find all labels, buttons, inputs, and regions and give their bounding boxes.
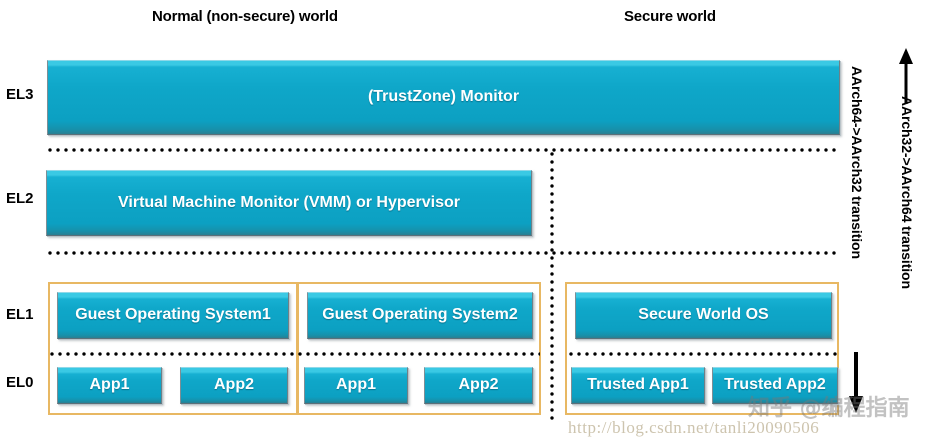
normal-world-heading: Normal (non-secure) world (152, 8, 338, 25)
aarch32-to-aarch64-transition-label: AArch32->AArch64 transition (899, 96, 915, 289)
url-watermark: http://blog.csdn.net/tanli20090506 (568, 418, 820, 437)
guest-operating-system-2-box: Guest Operating System2 (307, 292, 533, 339)
vmm-hypervisor-box: Virtual Machine Monitor (VMM) or Hypervi… (46, 170, 532, 236)
secure-world-heading: Secure world (624, 8, 716, 25)
separator-el1-el0-normal-world (48, 352, 540, 356)
trusted-app-2-box: Trusted App2 (712, 367, 838, 404)
separator-normal-secure-worlds (550, 150, 554, 422)
guest-operating-system-1-box: Guest Operating System1 (57, 292, 289, 339)
exception-level-label-el3: EL3 (6, 86, 34, 103)
arrow-down-icon (849, 352, 863, 413)
exception-level-label-el0: EL0 (6, 374, 34, 391)
secure-world-group-frame (565, 282, 839, 415)
vm1-app2-box: App2 (180, 367, 288, 404)
trusted-app-1-box: Trusted App1 (571, 367, 705, 404)
zhihu-watermark: 知乎 @编程指南 (748, 396, 910, 421)
vm1-app1-box: App1 (57, 367, 162, 404)
vm2-app2-box: App2 (424, 367, 533, 404)
exception-level-label-el1: EL1 (6, 306, 34, 323)
arrow-up-icon (899, 48, 913, 104)
separator-el2-el1 (46, 251, 839, 255)
trustzone-monitor-box: (TrustZone) Monitor (47, 60, 840, 135)
aarch64-to-aarch32-transition-label: AArch64->AArch32 transition (849, 66, 865, 259)
vm2-app1-box: App1 (304, 367, 408, 404)
secure-world-os-box: Secure World OS (575, 292, 832, 339)
separator-el3-el2 (46, 148, 839, 152)
exception-level-label-el2: EL2 (6, 190, 34, 207)
separator-el1-el0-secure-world (567, 352, 838, 356)
virtual-machine-group-2-frame (297, 282, 541, 415)
